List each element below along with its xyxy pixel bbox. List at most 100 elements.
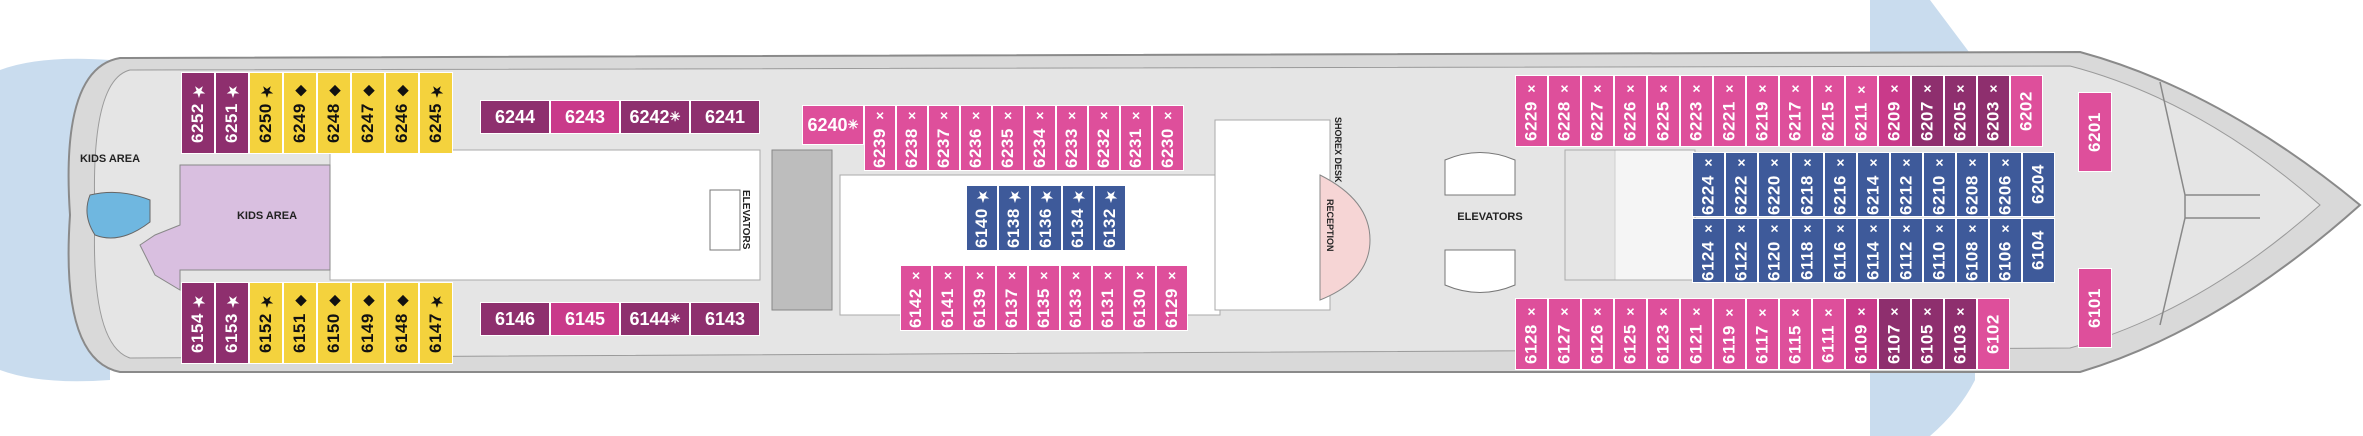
cabin-6228[interactable]: 6228× [1548,75,1581,147]
cabin-6234[interactable]: 6234× [1024,105,1056,171]
cabin-6238[interactable]: 6238× [896,105,928,171]
cabin-6131[interactable]: 6131× [1092,265,1124,331]
cabin-6233[interactable]: 6233× [1056,105,1088,171]
cabin-6133[interactable]: 6133× [1060,265,1092,331]
cabin-6109[interactable]: 6109× [1845,298,1878,370]
cabin-6153[interactable]: 6153★ [215,282,249,364]
cabin-6141[interactable]: 6141× [932,265,964,331]
cabin-6211[interactable]: 6211× [1845,75,1878,147]
cabin-6236[interactable]: 6236× [960,105,992,171]
cabin-6116[interactable]: 6116× [1824,218,1857,283]
cabin-6119[interactable]: 6119× [1713,298,1746,370]
cabin-6239[interactable]: 6239× [864,105,896,171]
cabin-6231[interactable]: 6231× [1120,105,1152,171]
cabin-6140[interactable]: 6140★ [966,185,998,251]
cabin-6218[interactable]: 6218× [1791,152,1824,217]
cabin-6118[interactable]: 6118× [1791,218,1824,283]
cabin-6145[interactable]: 6145 [550,302,620,336]
cabin-6252[interactable]: 6252★ [181,72,215,154]
cabin-6144[interactable]: 6144✳ [620,302,690,336]
cabin-6102[interactable]: 6102 [1977,298,2010,370]
cabin-6135[interactable]: 6135× [1028,265,1060,331]
cabin-6209[interactable]: 6209× [1878,75,1911,147]
cabin-6139[interactable]: 6139× [964,265,996,331]
cabin-6137[interactable]: 6137× [996,265,1028,331]
cabin-6240[interactable]: 6240✳ [802,105,864,145]
cabin-6122[interactable]: 6122× [1725,218,1758,283]
cabin-6235[interactable]: 6235× [992,105,1024,171]
cabin-6111[interactable]: 6111× [1812,298,1845,370]
cabin-6245[interactable]: 6245★ [419,72,453,154]
cabin-6127[interactable]: 6127× [1548,298,1581,370]
cabin-6128[interactable]: 6128× [1515,298,1548,370]
cabin-6232[interactable]: 6232× [1088,105,1120,171]
cabin-6115[interactable]: 6115× [1779,298,1812,370]
cabin-6121[interactable]: 6121× [1680,298,1713,370]
cabin-6142[interactable]: 6142× [900,265,932,331]
cabin-6117[interactable]: 6117× [1746,298,1779,370]
cabin-6204[interactable]: 6204 [2022,152,2055,217]
cabin-6207[interactable]: 6207× [1911,75,1944,147]
cabin-6149[interactable]: 6149◆ [351,282,385,364]
cabin-6210[interactable]: 6210× [1923,152,1956,217]
cabin-6148[interactable]: 6148◆ [385,282,419,364]
cabin-6219[interactable]: 6219× [1746,75,1779,147]
cabin-6217[interactable]: 6217× [1779,75,1812,147]
cabin-6227[interactable]: 6227× [1581,75,1614,147]
cabin-6250[interactable]: 6250★ [249,72,283,154]
cabin-6134[interactable]: 6134★ [1062,185,1094,251]
cabin-6206[interactable]: 6206× [1989,152,2022,217]
cabin-6226[interactable]: 6226× [1614,75,1647,147]
cabin-6215[interactable]: 6215× [1812,75,1845,147]
cabin-6242[interactable]: 6242✳ [620,100,690,134]
cabin-6147[interactable]: 6147★ [419,282,453,364]
cabin-6152[interactable]: 6152★ [249,282,283,364]
cabin-6154[interactable]: 6154★ [181,282,215,364]
cabin-6101[interactable]: 6101 [2078,268,2112,348]
cabin-6112[interactable]: 6112× [1890,218,1923,283]
cabin-6247[interactable]: 6247◆ [351,72,385,154]
cabin-6129[interactable]: 6129× [1156,265,1188,331]
cabin-6103[interactable]: 6103× [1944,298,1977,370]
cabin-6106[interactable]: 6106× [1989,218,2022,283]
cabin-6203[interactable]: 6203× [1977,75,2010,147]
cabin-6107[interactable]: 6107× [1878,298,1911,370]
cabin-6124[interactable]: 6124× [1692,218,1725,283]
cabin-6212[interactable]: 6212× [1890,152,1923,217]
cabin-6249[interactable]: 6249◆ [283,72,317,154]
cabin-6108[interactable]: 6108× [1956,218,1989,283]
cabin-6110[interactable]: 6110× [1923,218,1956,283]
cabin-6221[interactable]: 6221× [1713,75,1746,147]
cabin-6237[interactable]: 6237× [928,105,960,171]
cabin-6126[interactable]: 6126× [1581,298,1614,370]
cabin-6205[interactable]: 6205× [1944,75,1977,147]
cabin-6222[interactable]: 6222× [1725,152,1758,217]
cabin-6208[interactable]: 6208× [1956,152,1989,217]
cabin-6230[interactable]: 6230× [1152,105,1184,171]
cabin-6243[interactable]: 6243 [550,100,620,134]
cabin-6216[interactable]: 6216× [1824,152,1857,217]
cabin-6251[interactable]: 6251★ [215,72,249,154]
cabin-6123[interactable]: 6123× [1647,298,1680,370]
cabin-6201[interactable]: 6201 [2078,92,2112,172]
cabin-6136[interactable]: 6136★ [1030,185,1062,251]
cabin-6104[interactable]: 6104 [2022,218,2055,283]
cabin-6125[interactable]: 6125× [1614,298,1647,370]
cabin-6146[interactable]: 6146 [480,302,550,336]
cabin-6202[interactable]: 6202 [2010,75,2043,147]
cabin-6143[interactable]: 6143 [690,302,760,336]
cabin-6114[interactable]: 6114× [1857,218,1890,283]
cabin-6225[interactable]: 6225× [1647,75,1680,147]
cabin-6150[interactable]: 6150◆ [317,282,351,364]
cabin-6224[interactable]: 6224× [1692,152,1725,217]
cabin-6151[interactable]: 6151◆ [283,282,317,364]
cabin-6220[interactable]: 6220× [1758,152,1791,217]
cabin-6248[interactable]: 6248◆ [317,72,351,154]
cabin-6132[interactable]: 6132★ [1094,185,1126,251]
cabin-6138[interactable]: 6138★ [998,185,1030,251]
cabin-6229[interactable]: 6229× [1515,75,1548,147]
cabin-6214[interactable]: 6214× [1857,152,1890,217]
cabin-6241[interactable]: 6241 [690,100,760,134]
cabin-6223[interactable]: 6223× [1680,75,1713,147]
cabin-6130[interactable]: 6130× [1124,265,1156,331]
